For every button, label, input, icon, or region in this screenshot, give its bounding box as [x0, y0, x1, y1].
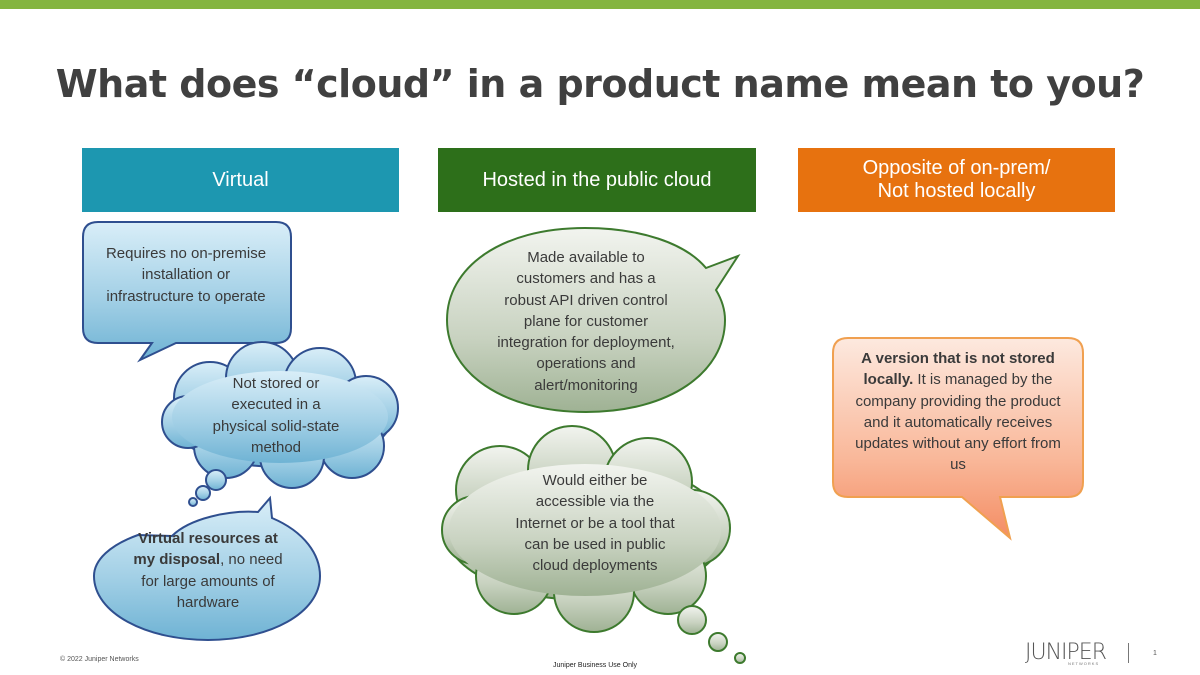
callout-requires — [82, 221, 292, 363]
cloud-would-either-fill — [449, 464, 721, 596]
bubble-would-either-text: Would either be accessible via the Inter… — [515, 472, 675, 575]
bubble-not-stored-text: Not stored or executed in a physical sol… — [212, 375, 340, 456]
cloud-not-stored-fill — [172, 371, 388, 463]
page-number: 1 — [1153, 650, 1157, 657]
juniper-logo: JUNIPER — [1025, 640, 1107, 665]
callout-made-available — [445, 226, 741, 414]
column-header-opposite: Opposite of on-prem/ Not hosted locally — [798, 148, 1115, 212]
accent-bar — [0, 0, 1200, 9]
juniper-logo-sub: NETWORKS — [1068, 661, 1100, 666]
callout-virtual-resources — [92, 495, 322, 642]
footer-divider — [1128, 643, 1129, 663]
column-header-virtual-label: Virtual — [212, 168, 269, 191]
footer-classification: Juniper Business Use Only — [553, 662, 638, 669]
bubble-version-rest: It is managed by the company providing t… — [855, 371, 1061, 474]
callout-version — [832, 337, 1084, 541]
column-header-hosted: Hosted in the public cloud — [438, 148, 756, 212]
bubble-virtual-resources-rest: , no need for large amounts of hardware — [141, 551, 283, 611]
column-header-opposite-line1: Opposite of on-prem/ — [862, 157, 1051, 179]
footer-copyright: © 2022 Juniper Networks — [60, 656, 139, 663]
bubble-virtual-resources-text: Virtual resources at my disposal, no nee… — [128, 528, 288, 613]
slide-title: What does “cloud” in a product name mean… — [55, 62, 1145, 106]
bubble-requires-text: Requires no on-premise installation or i… — [105, 245, 267, 305]
column-header-hosted-label: Hosted in the public cloud — [482, 168, 712, 191]
bubble-made-available-text: Made available to customers and has a ro… — [497, 249, 675, 394]
bubble-version-text: A version that is not stored locally. It… — [848, 348, 1068, 476]
column-header-virtual: Virtual — [82, 148, 399, 212]
column-header-opposite-line2: Not hosted locally — [877, 180, 1036, 202]
bubble-version-bold: A version that is not stored locally. — [861, 350, 1055, 389]
bubble-virtual-resources-bold: Virtual resources at my disposal — [133, 530, 278, 569]
